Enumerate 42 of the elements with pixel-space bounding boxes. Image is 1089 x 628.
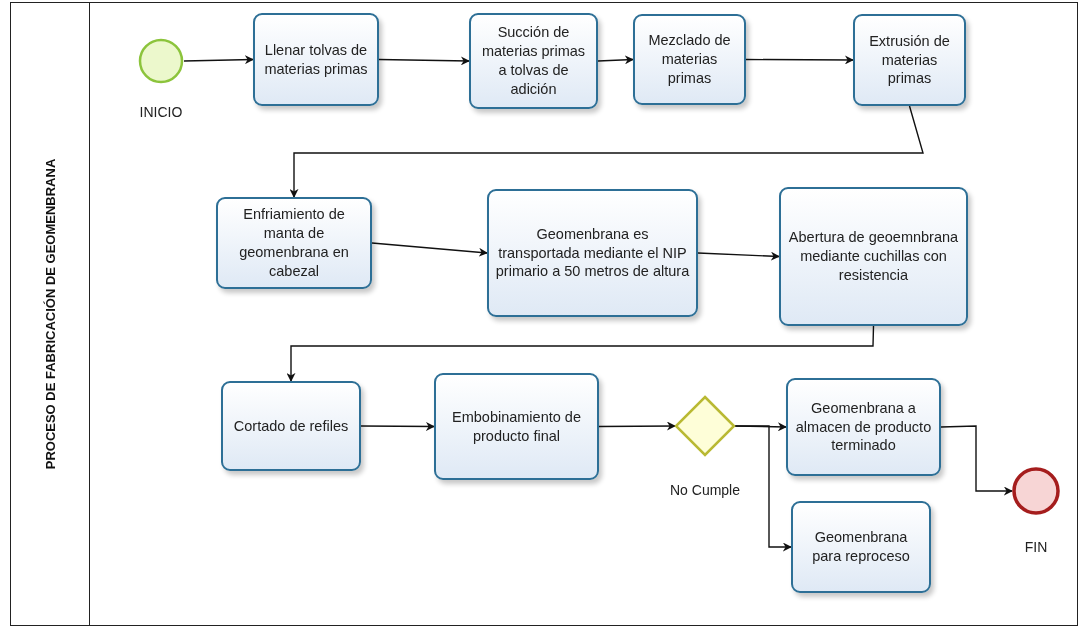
start-event-circle [138,38,184,84]
arrow [371,242,488,257]
task-box [633,14,746,105]
event-label: FIN [1024,539,1048,555]
event-label: INICIO [139,104,183,120]
arrow [289,105,924,198]
task-label: Succión de materias primas a tolvas de adición [480,23,587,99]
task-label: Abertura de geoemnbrana mediante cuchillas con resistencia [787,228,960,285]
arrow [745,55,854,65]
arrow [734,425,792,552]
task-label: Embobinamiento de producto final [451,407,582,446]
task-box [487,189,698,317]
task-box [221,381,361,471]
arrow [378,56,470,66]
task-box [434,373,599,480]
pool-frame [10,2,1078,626]
task-box [791,501,931,593]
task-label: Cortado de refiles [233,416,349,436]
task-label: Geomenbrana para reproceso [811,528,911,566]
task-label: Llenar tolvas de materias primas [263,40,369,79]
arrow [697,251,780,261]
task-box [469,13,598,109]
task-label: Geomenbrana a almacen de producto terminado [794,398,933,456]
arrow [286,325,875,382]
end-event-circle [1012,467,1060,515]
task-label: Mezclado de materias primas [647,31,732,88]
arrow [940,425,1013,496]
task-box [786,378,941,476]
task-label: Extrusión de materias primas [868,31,951,89]
gateway-diamond [675,396,735,456]
arrow [183,55,254,65]
task-box [253,13,379,106]
task-label: Geomenbrana es transportada mediante el NIP primario a 50 metros de altura [495,224,690,282]
arrow [598,421,676,431]
arrow [360,421,435,431]
task-label: Enfriamiento de manta de geomenbrana en cabezal [238,205,350,281]
event-label: No Cumple [670,482,740,498]
task-box [216,197,372,289]
arrow [597,55,634,65]
lane-title: PROCESO DE FABRICACIÓN DE GEOMENBRANA [42,158,58,470]
task-box [779,187,968,326]
task-box [853,14,966,106]
